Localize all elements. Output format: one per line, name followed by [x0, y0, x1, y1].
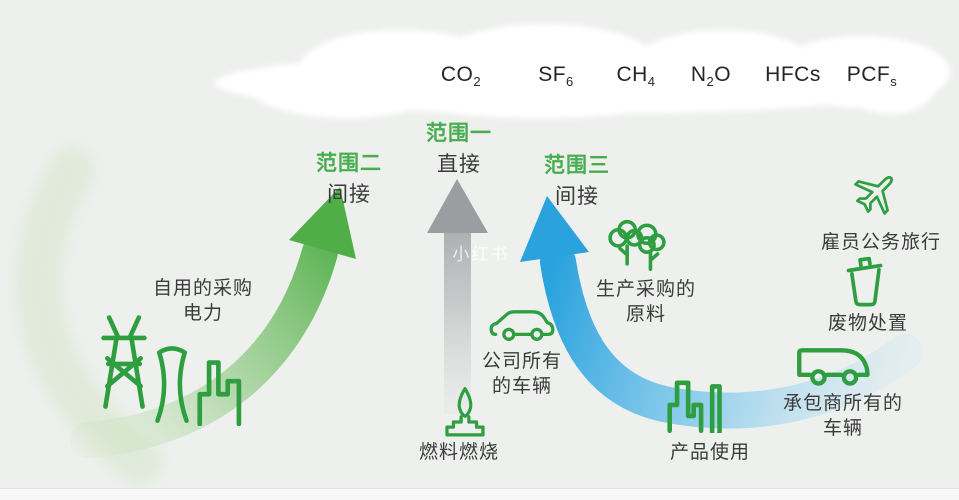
truck-icon	[794, 343, 878, 389]
trees-icon	[604, 219, 670, 271]
gas-label-pcfs: PCFs	[846, 63, 898, 90]
fuel-combustion-label: 燃料燃烧	[418, 442, 500, 463]
scope3-subtitle: 间接	[555, 185, 599, 208]
scope1-subtitle: 直接	[437, 153, 481, 176]
purchased-materials-label: 生产采购的 原料	[595, 279, 697, 325]
scope2-title: 范围二	[316, 152, 382, 175]
gas-label-n2o: N2O	[690, 63, 732, 90]
factory-icon	[194, 342, 254, 426]
scope2-subtitle: 间接	[327, 183, 371, 206]
scope1-heading: 范围一 直接	[426, 117, 492, 178]
scope3-arrow-head	[520, 196, 589, 262]
scope3-heading: 范围三 间接	[544, 149, 610, 210]
waste-disposal-label: 废物处置	[827, 313, 909, 334]
scope1-title: 范围一	[426, 122, 492, 145]
scope1-arrow-shaft	[444, 228, 471, 414]
transmission-tower-icon	[95, 312, 153, 414]
gas-label-ch4: CH4	[616, 63, 656, 90]
burner-flame-icon	[441, 386, 489, 440]
scope3-arrow	[540, 244, 923, 429]
employee-travel-label: 雇员公务旅行	[820, 232, 942, 253]
scope2-heading: 范围二 间接	[316, 147, 382, 208]
cooling-tower-icon	[152, 330, 192, 426]
buildings-icon	[666, 375, 738, 433]
gas-label-sf6: SF6	[538, 63, 574, 90]
product-use-label: 产品使用	[669, 442, 751, 463]
scope2-arrow-head	[289, 187, 356, 259]
footer-strip	[0, 488, 959, 500]
trash-can-icon	[842, 256, 888, 308]
gas-label-hfcs: HFCs	[765, 63, 821, 86]
watermark: 小红书	[452, 245, 510, 264]
gas-label-co2: CO2	[440, 63, 482, 90]
purchased-electricity-label: 自用的采购 电力	[152, 278, 254, 324]
company-vehicles-label: 公司所有 的车辆	[481, 351, 563, 397]
scope3-title: 范围三	[544, 154, 610, 177]
contractor-vehicles-label: 承包商所有的 车辆	[782, 393, 904, 439]
scope1-arrow-head	[427, 179, 488, 233]
airplane-icon	[848, 167, 902, 221]
car-icon	[489, 303, 555, 347]
